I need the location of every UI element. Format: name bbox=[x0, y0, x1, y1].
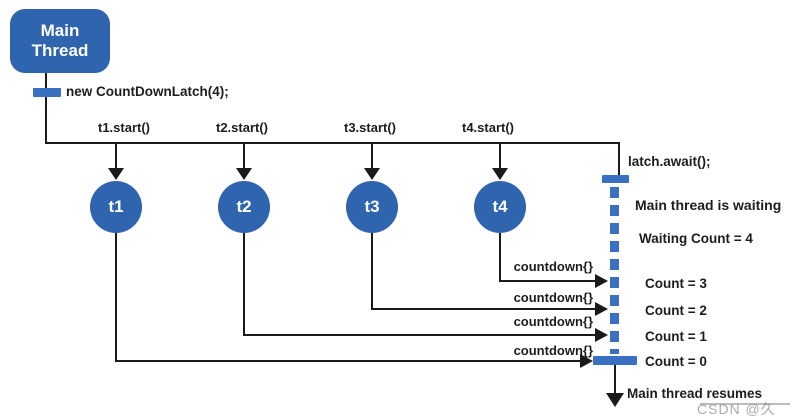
t3-branch-arrowhead-icon bbox=[364, 168, 380, 180]
await-top-tick bbox=[602, 175, 629, 183]
t2-countdown-label: countdown{} bbox=[513, 314, 593, 329]
t3-countdown-line bbox=[371, 308, 595, 310]
count-3-label: Count = 3 bbox=[645, 276, 707, 291]
waiting-dashed-line bbox=[610, 187, 619, 354]
t3-branch-line bbox=[371, 142, 373, 170]
t4-countdown-line bbox=[499, 280, 595, 282]
t1-countdown-arrowhead-icon bbox=[580, 354, 593, 368]
main-thread-label-line1: Main bbox=[40, 21, 80, 40]
t3-countdown-label: countdown{} bbox=[513, 290, 593, 305]
latch-init-label: new CountDownLatch(4); bbox=[66, 84, 229, 99]
t4-branch-arrowhead-icon bbox=[492, 168, 508, 180]
t3-countdown-arrowhead-icon bbox=[595, 302, 608, 316]
count-1-label: Count = 1 bbox=[645, 329, 707, 344]
t1-branch-arrowhead-icon bbox=[108, 168, 124, 180]
t4-start-label: t4.start() bbox=[461, 120, 514, 135]
t1-start-label: t1.start() bbox=[97, 120, 150, 135]
t2-start-label: t2.start() bbox=[215, 120, 268, 135]
t1-branch-line bbox=[115, 142, 117, 170]
t3-label: t3 bbox=[364, 197, 380, 216]
latch-init-tick bbox=[33, 88, 61, 97]
t2-thread-node: t2 bbox=[218, 181, 270, 233]
await-branch-line bbox=[618, 142, 620, 176]
watermark-underline bbox=[700, 403, 790, 405]
t3-start-label: t3.start() bbox=[343, 120, 396, 135]
t1-lifeline bbox=[115, 233, 117, 361]
t2-countdown-line bbox=[243, 334, 595, 336]
waiting-label: Main thread is waiting bbox=[635, 197, 782, 213]
waiting-count-label: Waiting Count = 4 bbox=[639, 231, 753, 246]
count-0-label: Count = 0 bbox=[645, 354, 707, 369]
main-thread-node: Main Thread bbox=[10, 9, 110, 73]
t4-countdown-label: countdown{} bbox=[513, 259, 593, 274]
t4-branch-line bbox=[499, 142, 501, 170]
t1-countdown-line bbox=[115, 360, 580, 362]
t2-lifeline bbox=[243, 233, 245, 336]
t4-thread-node: t4 bbox=[474, 181, 526, 233]
fork-line bbox=[45, 142, 620, 144]
resume-arrowhead-icon bbox=[606, 393, 624, 407]
main-thread-lifeline bbox=[45, 73, 47, 143]
resume-label: Main thread resumes bbox=[627, 386, 763, 401]
watermark: CSDN @久 bbox=[697, 401, 776, 417]
t3-thread-node: t3 bbox=[346, 181, 398, 233]
t3-lifeline bbox=[371, 233, 373, 310]
t4-label: t4 bbox=[492, 197, 508, 216]
t2-label: t2 bbox=[236, 197, 252, 216]
t4-countdown-arrowhead-icon bbox=[595, 274, 608, 288]
main-thread-label-line2: Thread bbox=[31, 41, 89, 60]
t1-countdown-label: countdown{} bbox=[513, 343, 593, 358]
resume-arrow-line bbox=[614, 365, 616, 395]
count-2-label: Count = 2 bbox=[645, 303, 707, 318]
latch-await-label: latch.await(); bbox=[628, 154, 711, 169]
t2-branch-line bbox=[243, 142, 245, 170]
t1-label: t1 bbox=[108, 197, 124, 216]
t2-countdown-arrowhead-icon bbox=[595, 328, 608, 342]
t1-thread-node: t1 bbox=[90, 181, 142, 233]
count-zero-bar bbox=[593, 356, 637, 365]
t4-lifeline bbox=[499, 233, 501, 280]
t2-branch-arrowhead-icon bbox=[236, 168, 252, 180]
